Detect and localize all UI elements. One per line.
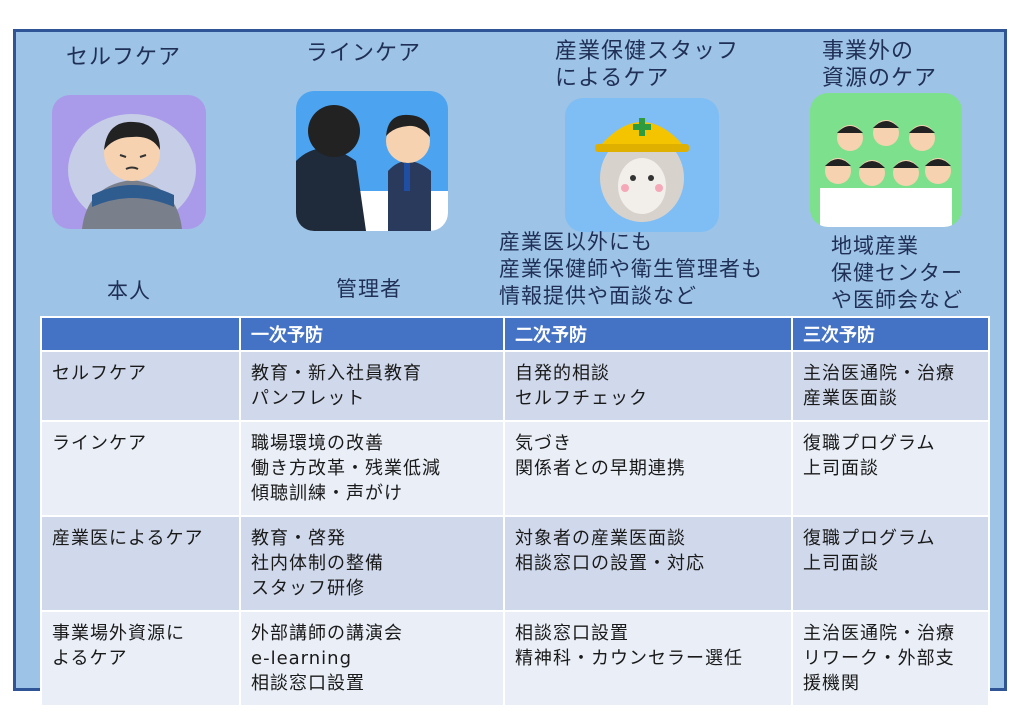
table-cell: 主治医通院・治療 産業医面談 — [791, 350, 990, 422]
external-resources-illustration — [810, 93, 962, 227]
table-header-corner — [40, 316, 241, 352]
category-title-linecare: ラインケア — [306, 41, 422, 66]
table-header-tertiary: 三次予防 — [791, 316, 990, 352]
table-cell: 復職プログラム 上司面談 — [791, 420, 990, 517]
table-cell: 外部講師の講演会 e-learning 相談窓口設置 — [239, 610, 505, 707]
table-header-row: 一次予防 二次予防 三次予防 — [40, 316, 990, 352]
table-cell: 自発的相談 セルフチェック — [503, 350, 793, 422]
table-header-secondary: 二次予防 — [503, 316, 793, 352]
line-care-illustration — [296, 91, 448, 231]
row-label: 産業医によるケア — [40, 515, 241, 612]
category-title-external-care: 事業外の 資源のケア — [822, 39, 938, 91]
row-label: 事業場外資源に よるケア — [40, 610, 241, 707]
table-row: 事業場外資源に よるケア 外部講師の講演会 e-learning 相談窓口設置 … — [40, 610, 990, 707]
prevention-table: 一次予防 二次予防 三次予防 セルフケア 教育・新入社員教育 パンフレット 自発… — [40, 316, 990, 707]
table-row: ラインケア 職場環境の改善 働き方改革・残業低減 傾聴訓練・声がけ 気づき 関係… — [40, 420, 990, 517]
table-cell: 職場環境の改善 働き方改革・残業低減 傾聴訓練・声がけ — [239, 420, 505, 517]
category-sub-linecare: 管理者 — [336, 277, 402, 301]
table-cell: 主治医通院・治療 リワーク・外部支 援機関 — [791, 610, 990, 707]
table-row: セルフケア 教育・新入社員教育 パンフレット 自発的相談 セルフチェック 主治医… — [40, 350, 990, 422]
category-sub-selfcare: 本人 — [107, 279, 151, 303]
table-header-primary: 一次予防 — [239, 316, 505, 352]
category-sub-staff-care: 産業医以外にも 産業保健師や衛生管理者も 情報提供や面談など — [499, 230, 763, 308]
health-staff-illustration — [565, 98, 719, 232]
table-cell: 教育・啓発 社内体制の整備 スタッフ研修 — [239, 515, 505, 612]
table-cell: 気づき 関係者との早期連携 — [503, 420, 793, 517]
table-row: 産業医によるケア 教育・啓発 社内体制の整備 スタッフ研修 対象者の産業医面談 … — [40, 515, 990, 612]
row-label: セルフケア — [40, 350, 241, 422]
row-label: ラインケア — [40, 420, 241, 517]
self-care-illustration — [52, 95, 206, 229]
category-title-staff-care: 産業保健スタッフ によるケア — [555, 39, 740, 91]
category-title-selfcare: セルフケア — [66, 45, 182, 70]
table-cell: 対象者の産業医面談 相談窓口の設置・対応 — [503, 515, 793, 612]
table-cell: 相談窓口設置 精神科・カウンセラー選任 — [503, 610, 793, 707]
table-cell: 復職プログラム 上司面談 — [791, 515, 990, 612]
table-cell: 教育・新入社員教育 パンフレット — [239, 350, 505, 422]
category-sub-external-care: 地域産業 保健センター や医師会など — [831, 234, 963, 312]
